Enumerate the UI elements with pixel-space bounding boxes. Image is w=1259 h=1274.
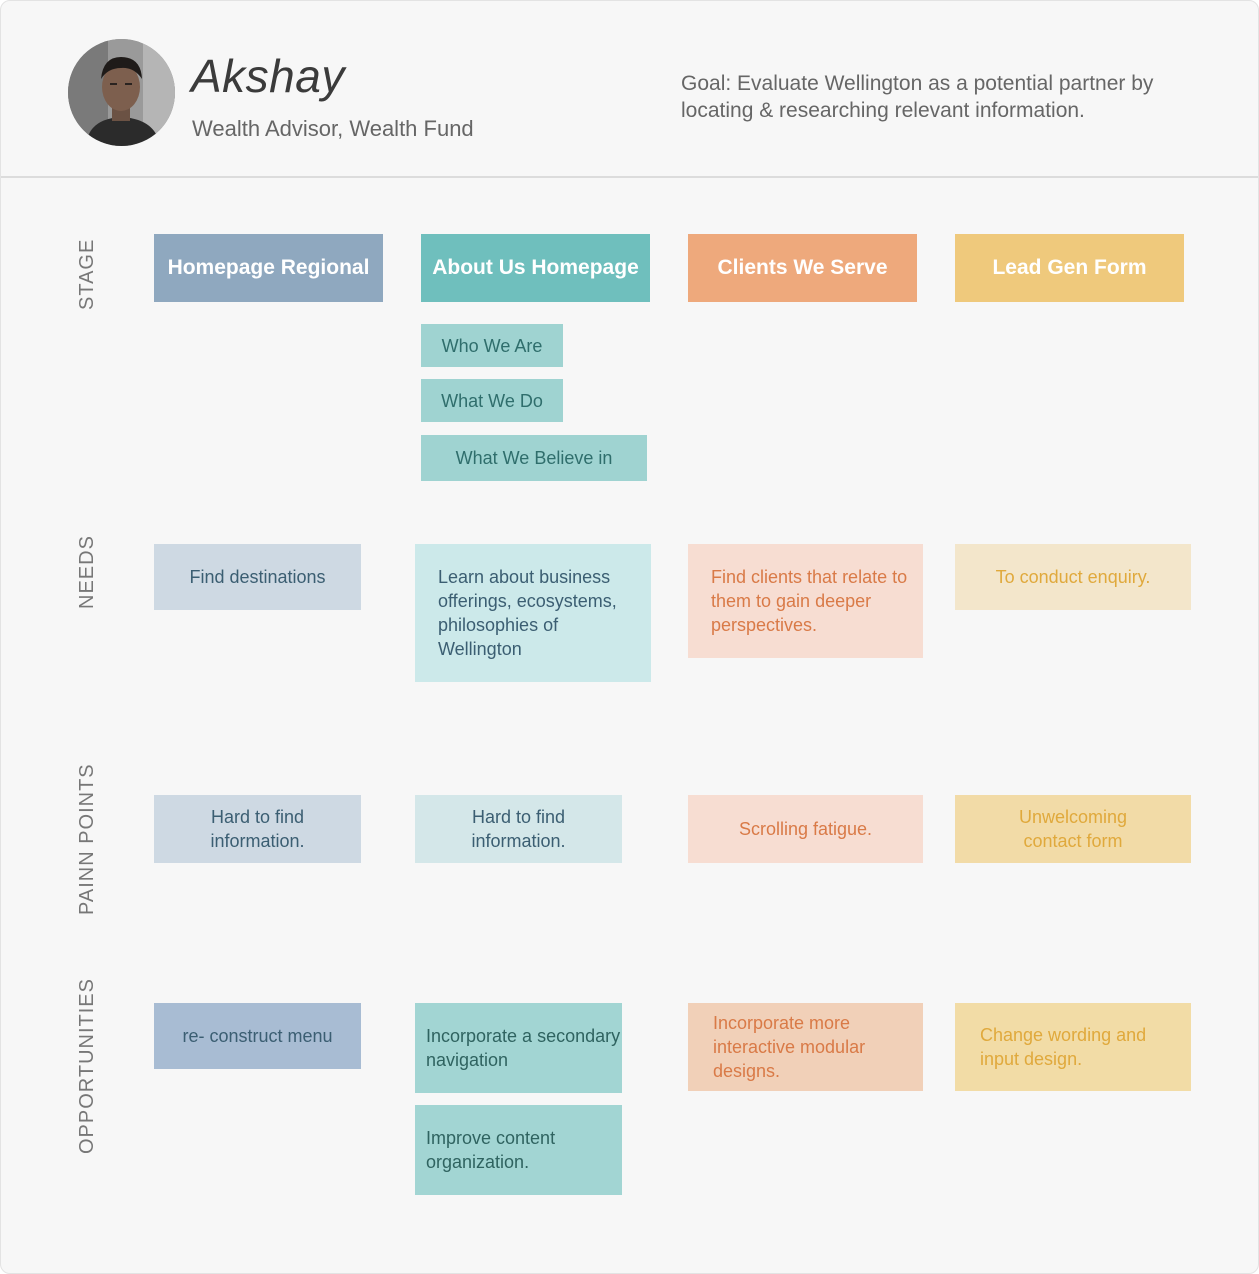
need-clients: Find clients that relate to them to gain… bbox=[688, 544, 923, 658]
stage-clients-we-serve: Clients We Serve bbox=[688, 234, 917, 302]
opportunity-lead-gen: Change wording and input design. bbox=[955, 1003, 1191, 1091]
header-divider bbox=[1, 176, 1258, 178]
row-label-pain-points: PAINN POINTS bbox=[76, 763, 98, 915]
stage-about-us-homepage: About Us Homepage bbox=[421, 234, 650, 302]
stage-homepage-regional: Homepage Regional bbox=[154, 234, 383, 302]
row-label-opportunities: OPPORTUNITIES bbox=[76, 978, 98, 1154]
row-label-needs: NEEDS bbox=[76, 535, 98, 609]
persona-role: Wealth Advisor, Wealth Fund bbox=[192, 116, 474, 141]
opportunity-homepage: re- construct menu bbox=[154, 1003, 361, 1069]
need-homepage: Find destinations bbox=[154, 544, 361, 610]
stage-lead-gen-form: Lead Gen Form bbox=[955, 234, 1184, 302]
subpage-what-we-believe-in: What We Believe in bbox=[421, 435, 647, 481]
need-lead-gen: To conduct enquiry. bbox=[955, 544, 1191, 610]
opportunity-clients: Incorporate more interactive modular des… bbox=[688, 1003, 923, 1091]
pain-lead-gen: Unwelcoming contact form bbox=[955, 795, 1191, 863]
opportunity-about-us-content: Improve content organization. bbox=[415, 1105, 622, 1195]
persona-avatar bbox=[68, 39, 175, 146]
pain-clients: Scrolling fatigue. bbox=[688, 795, 923, 863]
pain-homepage: Hard to find information. bbox=[154, 795, 361, 863]
pain-about-us: Hard to find information. bbox=[415, 795, 622, 863]
persona-name: Akshay bbox=[191, 50, 345, 102]
subpage-what-we-do: What We Do bbox=[421, 379, 563, 422]
opportunity-about-us-navigation: Incorporate a secondary navigation bbox=[415, 1003, 622, 1093]
row-label-stage: STAGE bbox=[76, 238, 98, 310]
persona-goal: Goal: Evaluate Wellington as a potential… bbox=[681, 72, 1154, 122]
subpage-who-we-are: Who We Are bbox=[421, 324, 563, 367]
need-about-us: Learn about business offerings, ecosyste… bbox=[415, 544, 651, 682]
